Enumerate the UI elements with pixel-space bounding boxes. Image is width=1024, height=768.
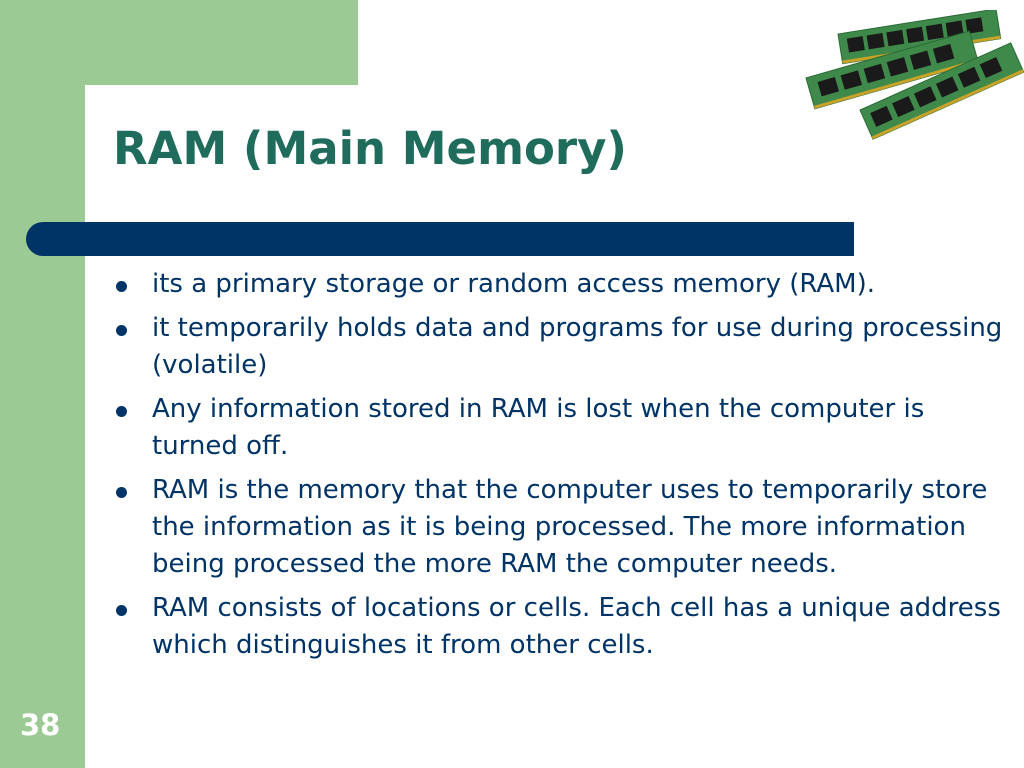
bullet-dot-icon xyxy=(116,281,127,292)
slide-title: RAM (Main Memory) xyxy=(113,122,627,175)
page-number: 38 xyxy=(20,708,61,742)
bullet-dot-icon xyxy=(116,325,127,336)
content-area xyxy=(85,85,1024,768)
bullet-dot-icon xyxy=(116,406,127,417)
bullet-item: Any information stored in RAM is lost wh… xyxy=(113,391,1018,465)
bullet-list: its a primary storage or random access m… xyxy=(113,266,1018,671)
bullet-text: Any information stored in RAM is lost wh… xyxy=(152,394,925,461)
ram-modules-image xyxy=(805,10,1024,140)
bullet-text: RAM is the memory that the computer uses… xyxy=(152,475,988,579)
bullet-item: it temporarily holds data and programs f… xyxy=(113,310,1018,384)
green-left-band xyxy=(0,0,85,768)
bullet-dot-icon xyxy=(116,605,127,616)
title-divider-bar xyxy=(26,222,854,256)
bullet-text: its a primary storage or random access m… xyxy=(152,269,875,299)
bullet-item: RAM consists of locations or cells. Each… xyxy=(113,590,1018,664)
bullet-text: RAM consists of locations or cells. Each… xyxy=(152,593,1001,660)
bullet-item: RAM is the memory that the computer uses… xyxy=(113,472,1018,583)
bullet-item: its a primary storage or random access m… xyxy=(113,266,1018,303)
bullet-dot-icon xyxy=(116,487,127,498)
bullet-text: it temporarily holds data and programs f… xyxy=(152,313,1003,380)
